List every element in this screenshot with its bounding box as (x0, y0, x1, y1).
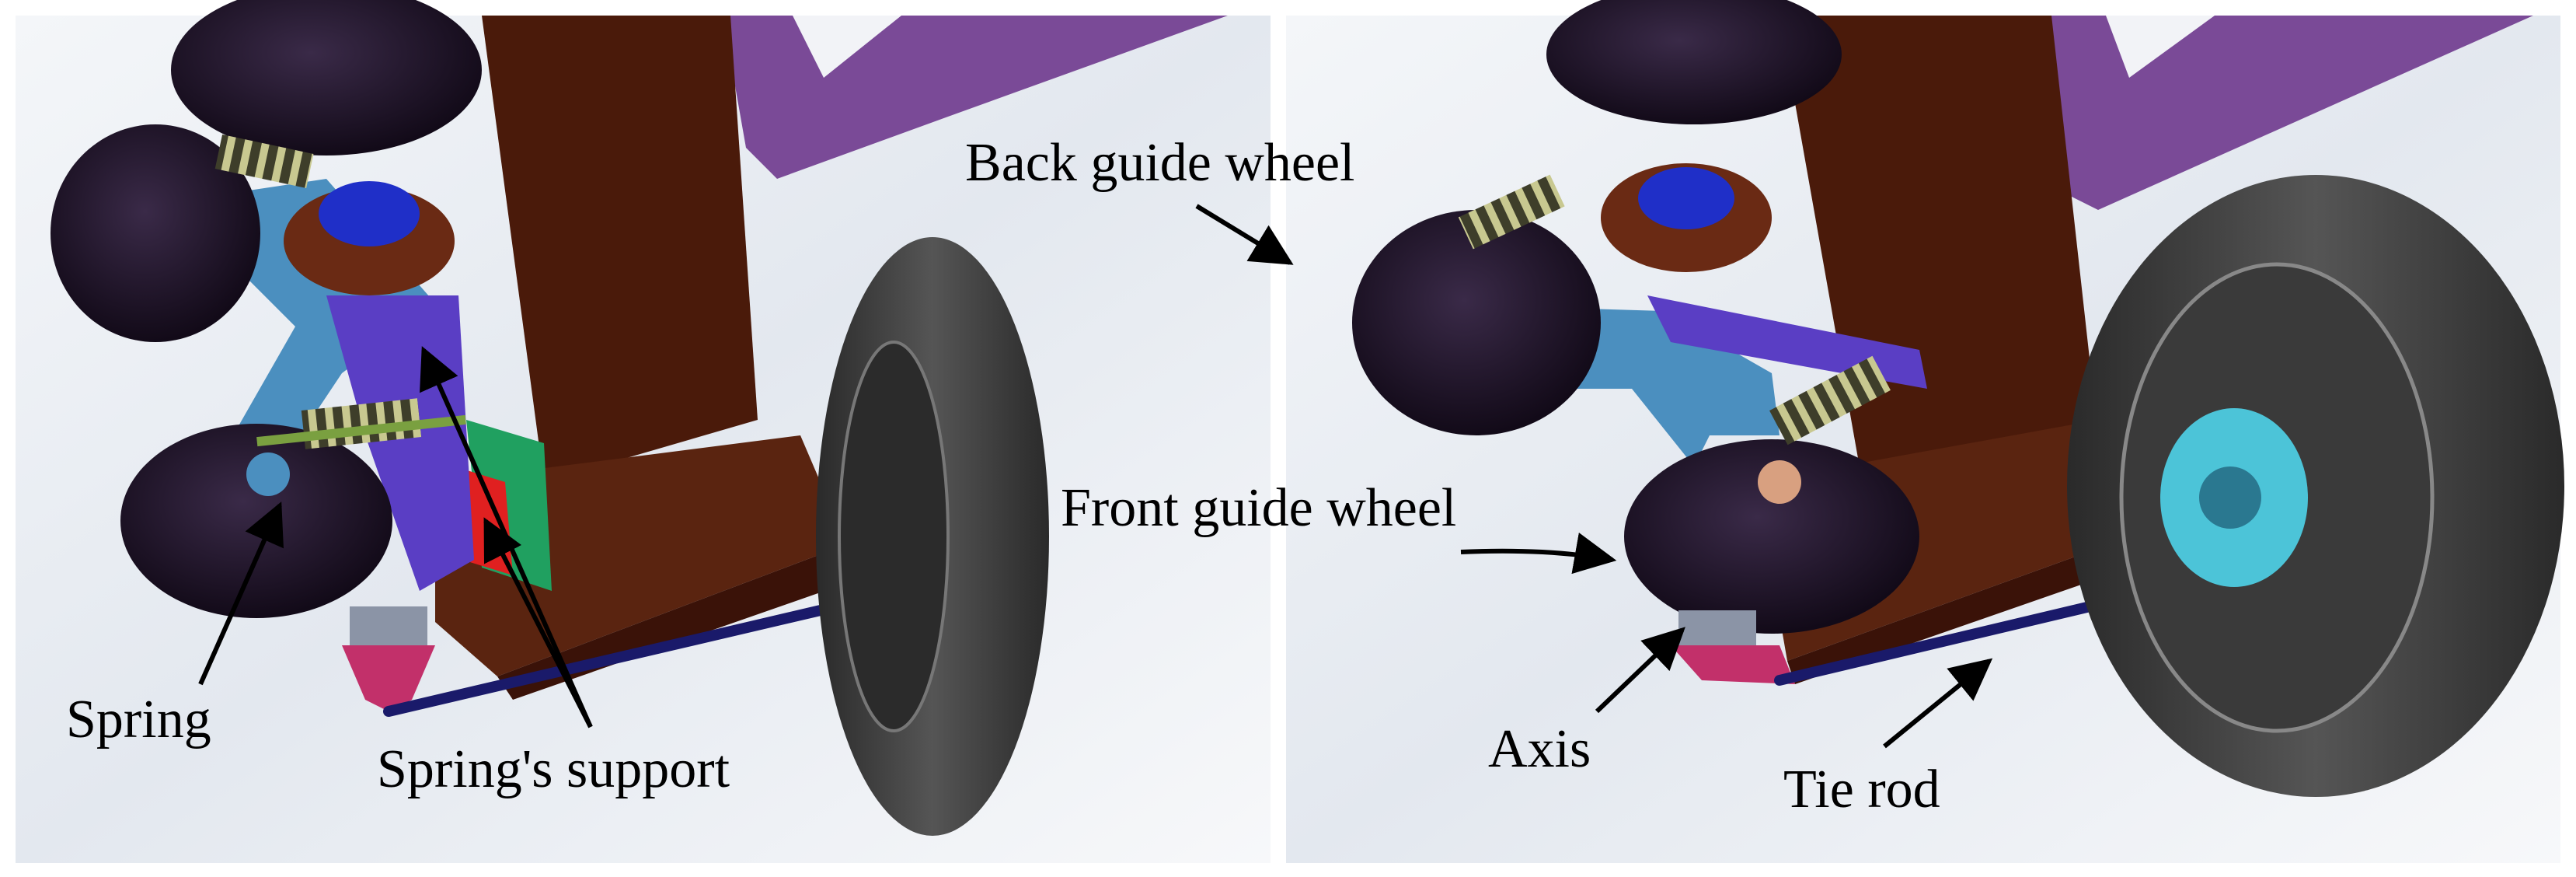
top-wheel-right (1546, 0, 1842, 124)
right-panel (1286, 0, 2564, 863)
label-back-guide-wheel: Back guide wheel (965, 133, 1354, 193)
label-axis: Axis (1488, 719, 1591, 779)
bushing-blue (319, 181, 420, 246)
front-guide-wheel-left (120, 424, 392, 618)
arrow-front-guide-wheel (1460, 532, 1617, 575)
arrow-springs-support-2 (483, 517, 593, 729)
annotation-arrows (198, 204, 1993, 749)
drive-hub-center-right (2199, 466, 2261, 529)
lower-spring-right (1769, 355, 1891, 445)
frame-beam-right (2036, 16, 2533, 210)
label-front-guide-wheel: Front guide wheel (1061, 478, 1456, 538)
upper-spring-left (214, 135, 314, 188)
bushing-blue-right (1638, 167, 1734, 229)
tie-rod-left (383, 593, 876, 717)
brown-plate (482, 16, 758, 482)
front-wheel-hub-right (1758, 460, 1801, 504)
drive-tire-rim-left (838, 341, 950, 732)
spring-rod-left (256, 414, 466, 447)
arrow-back-guide-wheel (1195, 204, 1294, 265)
back-guide-wheel-right (1352, 210, 1601, 435)
front-wheel-hub-left (246, 452, 290, 496)
axis-cone-left (342, 645, 435, 711)
label-spring: Spring (66, 690, 211, 749)
frame-beam-inner (793, 16, 901, 78)
back-guide-wheel-left (51, 124, 260, 342)
frame-beam-inner-right (2106, 16, 2215, 78)
arrow-tie-rod (1883, 658, 1993, 749)
brown-base-shade-right (1787, 529, 2152, 684)
left-panel (16, 0, 1271, 863)
upper-spring-right (1458, 174, 1565, 250)
label-tie-rod: Tie rod (1783, 760, 1940, 819)
arrow-axis (1595, 627, 1685, 714)
label-springs-support: Spring's support (377, 739, 730, 799)
top-wheel (171, 0, 482, 155)
axis-cone-right (1671, 645, 1795, 684)
arrow-spring (198, 501, 284, 686)
front-guide-wheel-right (1624, 439, 1919, 634)
